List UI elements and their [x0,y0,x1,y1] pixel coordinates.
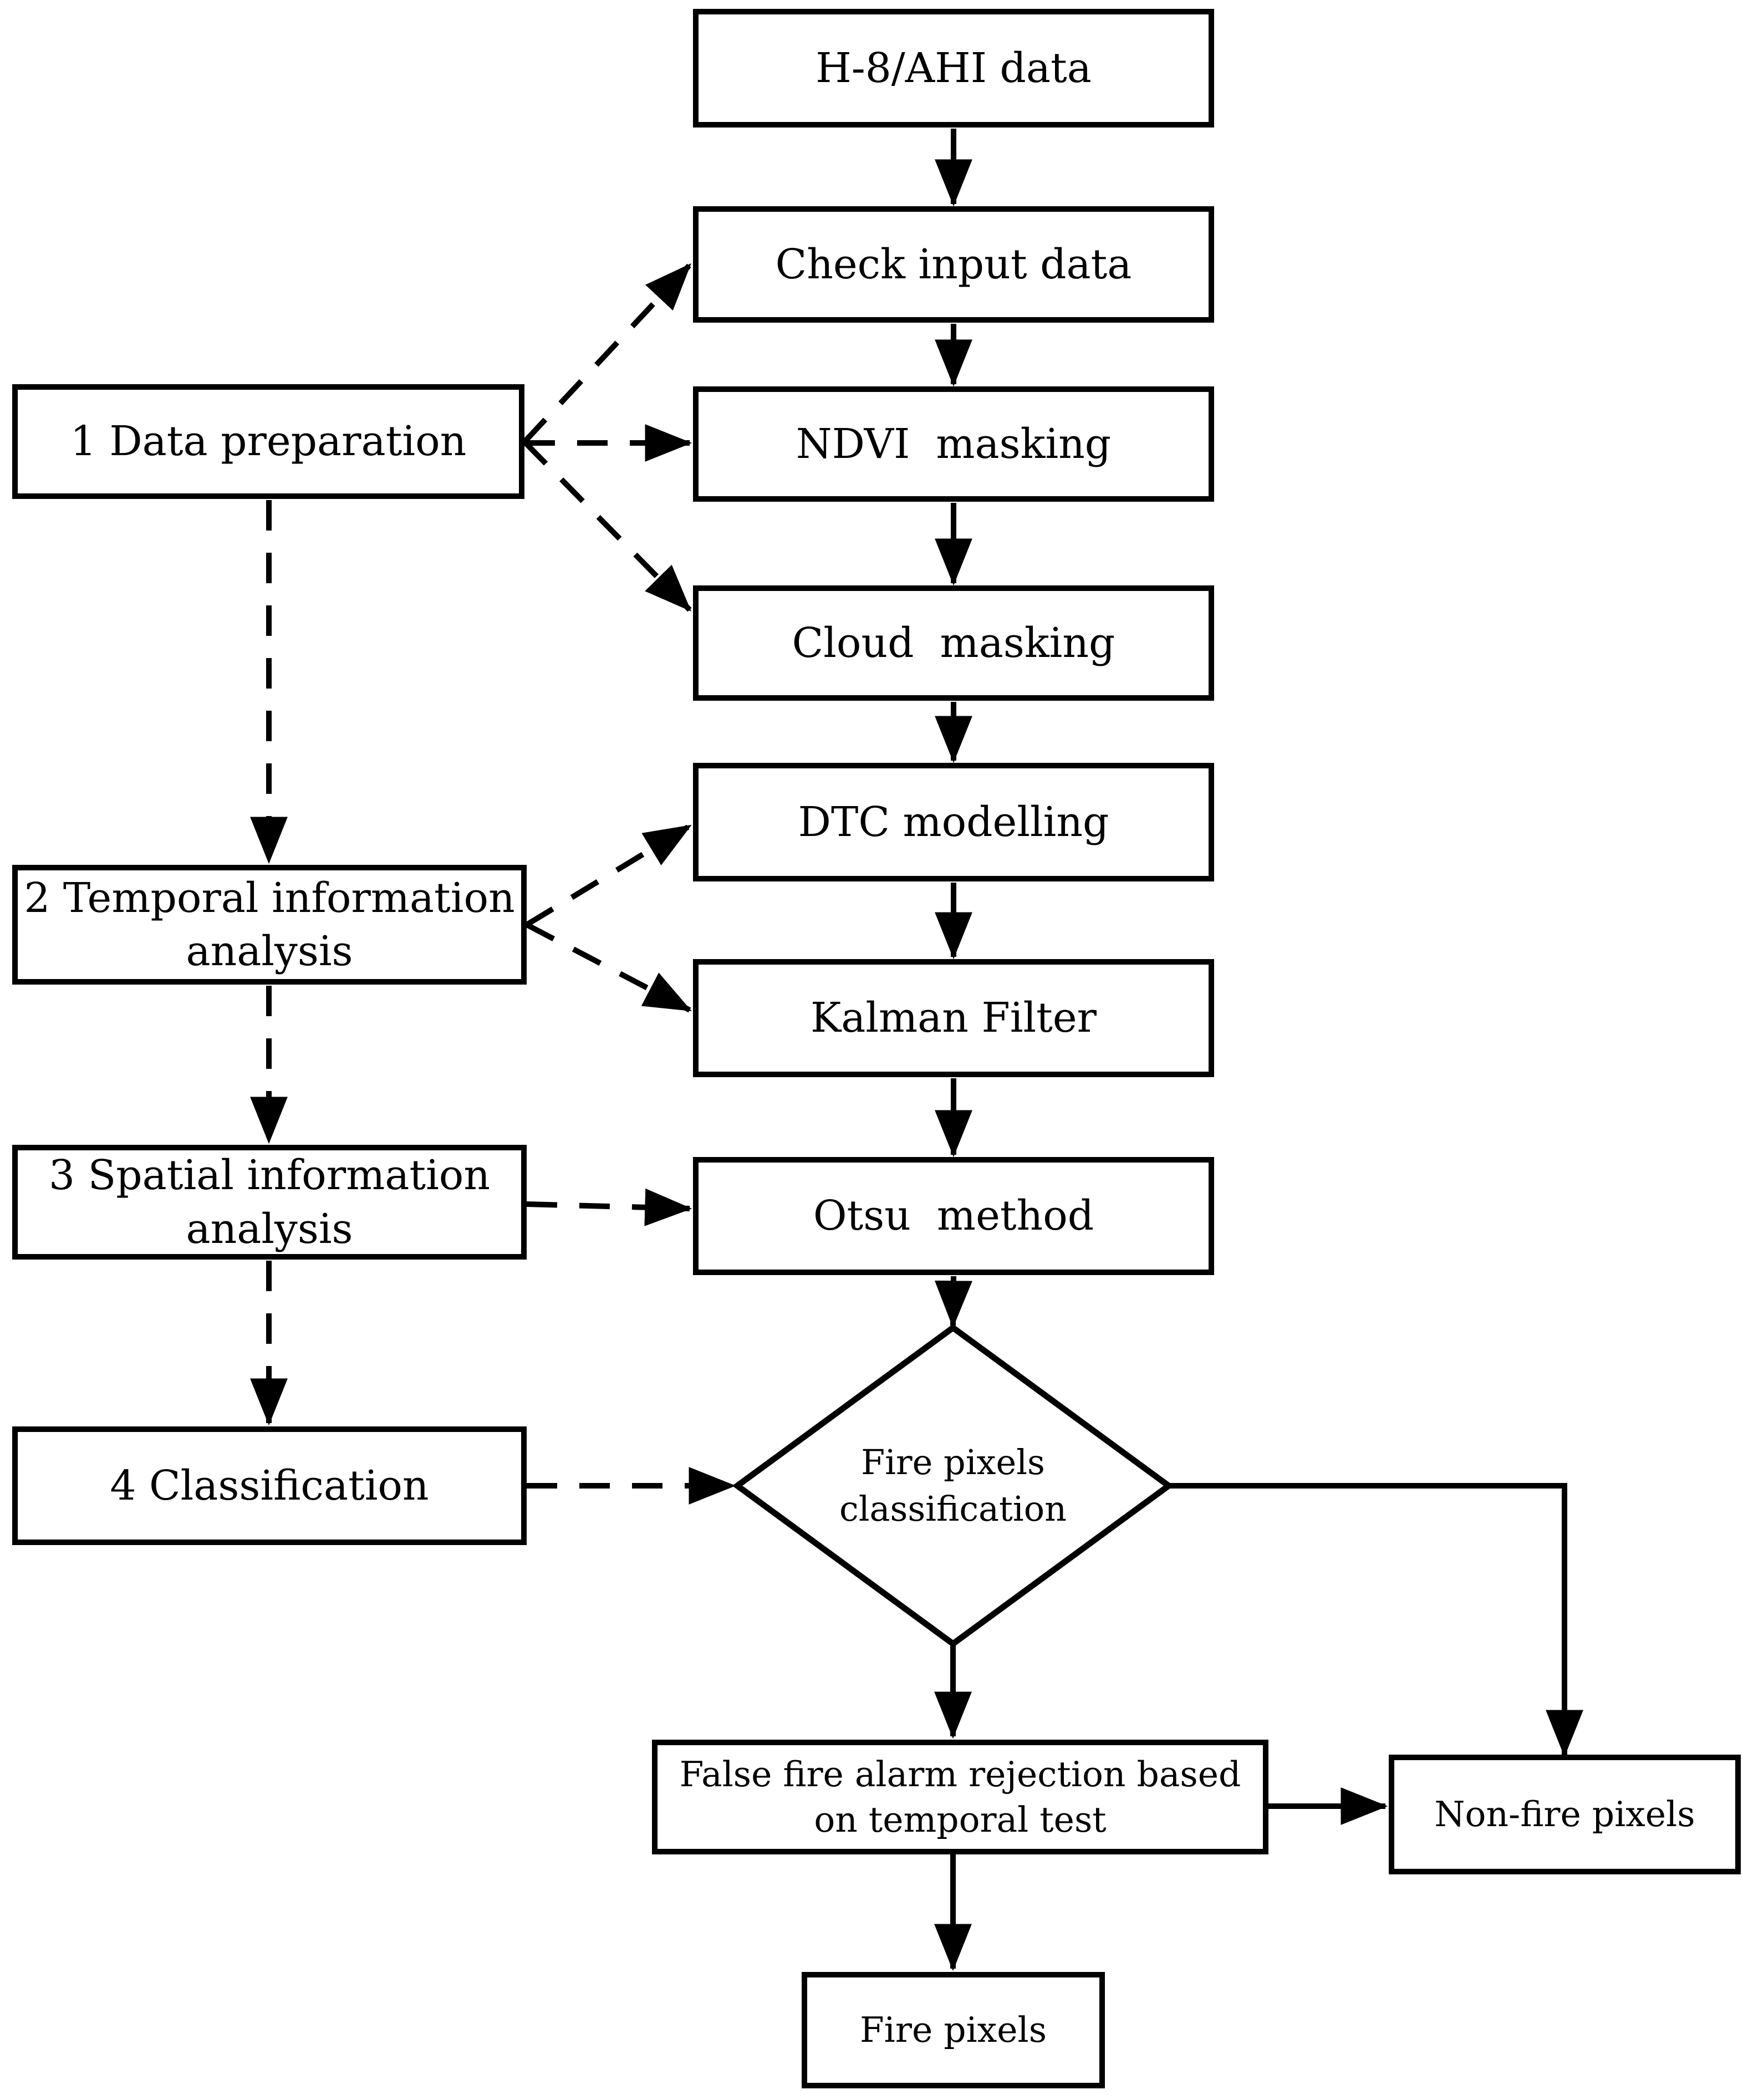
node-stage-4-classification: 4 Classification [12,1426,527,1545]
node-kalman-filter: Kalman Filter [693,959,1214,1077]
node-stage-1-data-preparation: 1 Data preparation [12,384,524,499]
node-otsu-method: Otsu method [693,1157,1214,1275]
node-fire-classification-label: Fire pixels classification [839,1442,1067,1529]
node-stage-2-label: 2 Temporal information analysis [24,874,515,975]
diamond-fire-classification [732,1324,1174,1648]
node-h8-ahi-data: H-8/AHI data [693,9,1214,128]
node-non-fire-pixels: Non-fire pixels [1389,1755,1741,1874]
node-fire-classification-label-box: Fire pixels classification [759,1389,1147,1583]
node-h8-ahi-data-label: H-8/AHI data [816,44,1092,92]
dashed-arrow-stage2-to-dtc [525,823,692,927]
node-stage-2-temporal-information-analysis: 2 Temporal information analysis [12,865,527,985]
dashed-arrow-stage3-to-otsu [526,1188,692,1226]
node-stage-3-label: 3 Spatial information analysis [48,1151,491,1253]
node-fire-pixels: Fire pixels [802,1972,1105,2088]
node-false-alarm-rejection-label: False fire alarm rejection based on temp… [679,1754,1241,1840]
node-cloud-masking-label: Cloud masking [792,619,1115,667]
node-stage-4-label: 4 Classification [110,1461,429,1510]
node-cloud-masking: Cloud masking [693,585,1214,701]
node-false-alarm-rejection: False fire alarm rejection based on temp… [652,1740,1268,1854]
node-dtc-modelling: DTC modelling [693,763,1214,881]
arrow-otsu-to-diamond [934,1276,972,1328]
node-check-input-data-label: Check input data [775,240,1132,288]
node-dtc-modelling-label: DTC modelling [798,798,1109,846]
node-stage-1-label: 1 Data preparation [70,417,467,466]
node-otsu-method-label: Otsu method [813,1192,1094,1240]
arrow-diamond-to-nonfire [1168,1483,1583,1757]
node-ndvi-masking-label: NDVI masking [796,420,1112,468]
node-stage-3-spatial-information-analysis: 3 Spatial information analysis [12,1145,527,1260]
node-non-fire-pixels-label: Non-fire pixels [1434,1794,1695,1835]
dashed-arrow-stage1-to-check [522,263,692,444]
node-fire-pixels-label: Fire pixels [859,2010,1047,2051]
dashed-arrow-stage2-to-kalman [525,922,692,1013]
node-kalman-filter-label: Kalman Filter [810,994,1097,1042]
node-ndvi-masking: NDVI masking [693,386,1214,502]
dashed-arrow-stage1-to-cloud [522,440,692,612]
node-check-input-data: Check input data [693,206,1214,323]
